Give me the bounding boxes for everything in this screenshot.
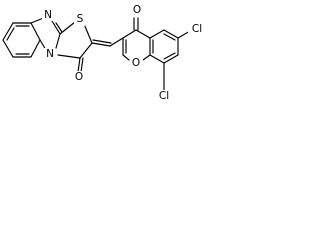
chemical-structure: N N S O O O Cl Cl: [2, 4, 206, 102]
bond: [30, 22, 41, 41]
atom-cl-upper: Cl: [192, 23, 202, 35]
bond-lines: [2, 16, 191, 92]
bond: [163, 33, 176, 41]
bond: [6, 27, 15, 41]
bond: [109, 37, 124, 47]
bond: [135, 29, 151, 39]
atom-o-thiazolone: O: [75, 71, 83, 83]
bond: [163, 29, 179, 39]
bond: [122, 29, 137, 39]
atom-cl-lower: Cl: [159, 90, 169, 102]
bond: [55, 22, 63, 33]
bond: [92, 39, 112, 44]
bond: [149, 54, 165, 64]
bond: [2, 39, 14, 58]
bond: [142, 54, 151, 61]
bond: [163, 54, 179, 64]
atom-n-bridgehead: N: [46, 48, 54, 60]
bond: [77, 57, 81, 73]
bond: [55, 33, 61, 49]
bond: [80, 57, 84, 73]
bond: [122, 54, 130, 61]
bond: [59, 21, 76, 35]
bond: [91, 42, 111, 47]
bond: [83, 23, 93, 44]
atom-n-benzimidazole: N: [44, 9, 52, 21]
bond: [30, 39, 41, 58]
bond: [163, 52, 176, 60]
bond: [2, 22, 14, 41]
bond: [51, 20, 61, 35]
atom-o-chromone-ring: O: [132, 57, 140, 69]
bond: [57, 54, 81, 59]
bond: [79, 42, 93, 59]
bond: [149, 29, 165, 39]
atom-labels: N N S O O O Cl Cl: [42, 4, 206, 102]
atom-o-chromone-ketone: O: [133, 4, 141, 16]
atom-s-thiazole: S: [77, 13, 84, 25]
